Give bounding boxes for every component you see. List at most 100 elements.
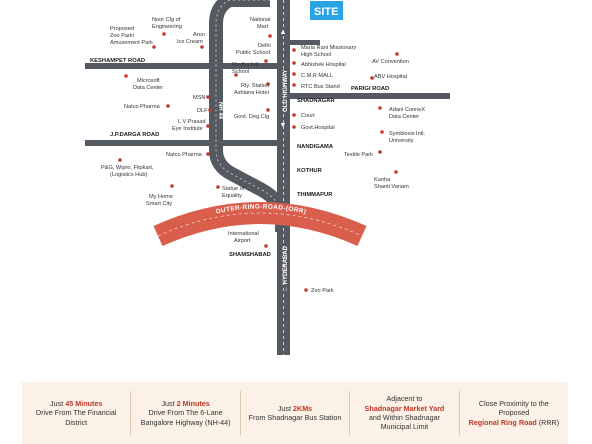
- label-delhi-1: Delhi: [258, 43, 271, 49]
- label-court: Court: [301, 113, 315, 119]
- dot-natco1: [166, 104, 170, 108]
- parigi-road-label: PARIGI ROAD: [351, 86, 389, 92]
- site-marker: [310, 1, 343, 20]
- label-abv: ABV Hospital: [374, 74, 407, 80]
- label-noor-1: Noor Clg of: [152, 17, 181, 23]
- shadnagar-spur: [290, 40, 320, 45]
- dot-adani: [378, 106, 382, 110]
- label-msn: MSN: [193, 95, 205, 101]
- place-kothur: KOTHUR: [297, 168, 323, 174]
- old-highway-label: OLD HIGHWAY: [283, 70, 289, 112]
- label-kanha-1: Kanha: [374, 177, 391, 183]
- label-mariarani-1: Maria Rani Missionary: [301, 45, 357, 51]
- dot-govt-hosp: [292, 125, 296, 129]
- to-hyderabad-label: ← HYDERABAD: [283, 245, 289, 292]
- label-natco-2: Natco Pharma: [166, 152, 203, 158]
- dot-textile: [378, 150, 382, 154]
- label-mariarani-2: High School: [301, 52, 331, 58]
- label-statue-2: Equality: [222, 193, 242, 199]
- dot-delhi: [264, 59, 268, 63]
- dot-abv: [370, 76, 374, 80]
- keshampet-road: [85, 63, 290, 69]
- label-abhishek: Abhishek Hospital: [301, 62, 346, 68]
- label-adani-1: Adani ConneX: [389, 107, 425, 113]
- label-kanha-2: Shanti Vanam: [374, 184, 409, 190]
- dot-arun: [200, 45, 204, 49]
- location-map: ▲ ▼ OUTER-RING-ROAD-(ORR) OLD HIGHWAY NH…: [85, 0, 450, 355]
- dot-airport: [264, 244, 268, 248]
- label-zoo-park-1: Proposed: [110, 26, 134, 32]
- label-rly-1: Rly. Station: [241, 83, 269, 89]
- label-govt-deg: Govt. Deg.Clg: [234, 114, 269, 120]
- label-medha-1: Medha Intl.: [232, 62, 260, 68]
- label-national-2: Mart: [257, 24, 269, 30]
- label-lv-2: Eye Institute: [172, 126, 203, 132]
- jp-darga-road: [85, 140, 285, 146]
- nh44-label: NH 44: [217, 102, 223, 120]
- label-zoo: Zoo Park: [311, 288, 334, 294]
- label-medha-2: School: [232, 69, 249, 75]
- label-rly-2: Ashiana Hotel: [234, 90, 269, 96]
- dot-lv: [206, 124, 210, 128]
- dot-mariarani: [292, 48, 296, 52]
- label-arun-1: Arun: [193, 32, 205, 38]
- label-national-1: National: [250, 17, 271, 23]
- label-av: AV Convention: [372, 59, 409, 65]
- dot-zoo-park-proposed: [152, 45, 156, 49]
- dot-rtc: [292, 83, 296, 87]
- label-zoo-park-3: Amusement Park: [110, 40, 153, 46]
- highlight-regional-ring-road: Close Proximity to the Proposed Regional…: [468, 398, 560, 427]
- place-shadnagar: SHADNAGAR: [297, 98, 335, 104]
- dot-dlf: [208, 108, 212, 112]
- label-airport-2: Airport: [234, 238, 251, 244]
- label-rtc: RTC Bus Stand: [301, 84, 340, 90]
- jp-darga-road-label: J.P.DARGA ROAD: [110, 132, 159, 138]
- dot-national: [268, 34, 272, 38]
- label-pg-1: P&G, Wipro, Flipkart,: [101, 165, 154, 171]
- label-airport-1: International: [228, 231, 259, 237]
- place-nandigama: NANDIGAMA: [297, 144, 334, 150]
- dot-myhome: [170, 184, 174, 188]
- dot-cmr: [292, 72, 296, 76]
- label-statue-1: Statue of: [222, 186, 245, 192]
- old-highway: [277, 0, 290, 355]
- site-label: SITE: [314, 6, 338, 18]
- dot-court: [292, 113, 296, 117]
- keshampet-road-label: KESHAMPET ROAD: [90, 58, 145, 64]
- label-zoo-park-2: Zoo Park/: [110, 33, 135, 39]
- label-pg-2: (Logistics Hub): [110, 172, 147, 178]
- landmark-dots: [118, 32, 399, 292]
- dot-kanha: [394, 170, 398, 174]
- label-microsoft-1: Microsoft: [137, 78, 160, 84]
- label-cmr: C.M.R MALL: [301, 73, 333, 79]
- label-symbiosis-2: University: [389, 138, 414, 144]
- nh44-highway-edge: [215, 0, 283, 232]
- arrow-down-icon: ▼: [280, 122, 287, 129]
- arrow-up-icon: ▲: [280, 29, 287, 36]
- dot-natco2: [206, 152, 210, 156]
- dot-noor: [162, 32, 166, 36]
- label-textile: Textile Park: [344, 152, 373, 158]
- dot-msn: [206, 95, 210, 99]
- label-lv-1: L V Prasad: [178, 119, 205, 125]
- place-shamshabad: SHAMSHABAD: [229, 252, 271, 258]
- dot-abhishek: [292, 61, 296, 65]
- dot-medha: [234, 73, 238, 77]
- label-dlf: DLF: [197, 108, 208, 114]
- label-delhi-2: Public School: [236, 50, 270, 56]
- dot-rly: [266, 82, 270, 86]
- dot-pg: [118, 158, 122, 162]
- dot-govt-deg: [266, 108, 270, 112]
- label-natco-1: Natco Pharma: [124, 104, 161, 110]
- place-thimmapur: THIMMAPUR: [297, 192, 333, 198]
- dot-av: [395, 52, 399, 56]
- dot-microsoft: [124, 74, 128, 78]
- label-govt-hosp: Govt.Hospital: [301, 125, 335, 131]
- parigi-road: [290, 93, 450, 99]
- orr-road-edge: [157, 212, 363, 237]
